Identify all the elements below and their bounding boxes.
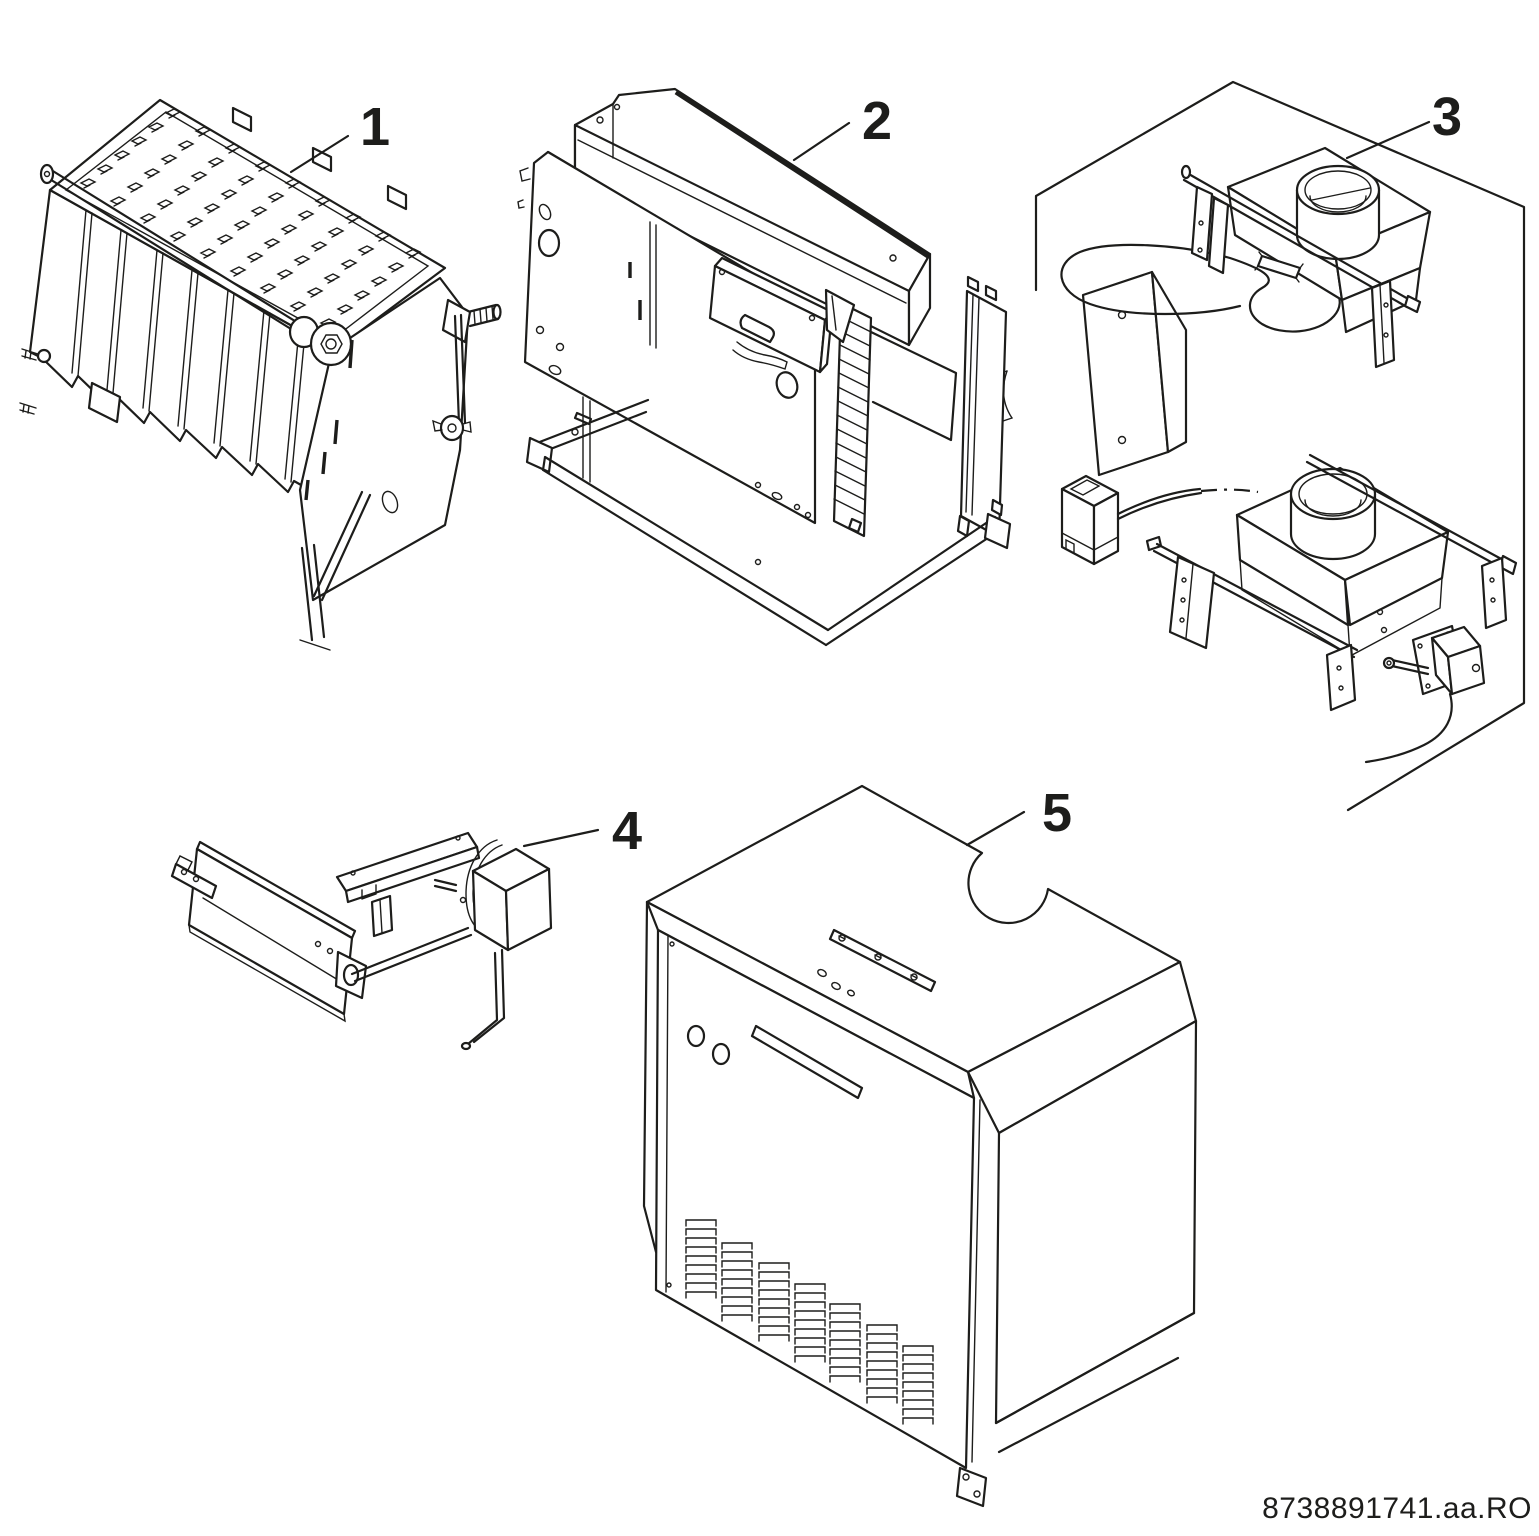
wing-nut (439, 414, 465, 442)
actuator-motor (433, 839, 553, 1051)
door-slot (750, 1024, 864, 1100)
damper-motor (1364, 624, 1486, 764)
lower-draft-hood (1145, 453, 1518, 764)
threaded-stub (441, 298, 502, 344)
burner-front-panel (517, 150, 817, 525)
right-side-panel (956, 275, 1008, 539)
callout-label-3: 3 (1431, 87, 1463, 147)
part-3-draft-hood-kit (1034, 80, 1526, 812)
flue-collar-lower (1289, 467, 1377, 561)
callout-label-5: 5 (1041, 783, 1073, 843)
leader-1 (289, 134, 350, 174)
leader-5 (965, 810, 1026, 847)
damper-flap-plate (170, 840, 368, 1023)
cable-clamp (1254, 251, 1304, 283)
callout-label-2: 2 (861, 91, 893, 151)
upper-draft-hood (1180, 146, 1432, 369)
control-box (1060, 474, 1120, 566)
front-damper-assembly (708, 256, 856, 374)
tie-rod-screws (19, 348, 122, 424)
damper-link-rod (350, 926, 473, 983)
leader-2 (792, 121, 851, 162)
leader-4 (522, 828, 600, 848)
part-4-damper-flap-actuator (170, 831, 553, 1051)
flue-collar (1295, 164, 1381, 261)
support-legs (299, 490, 372, 651)
mounting-plate (1081, 270, 1188, 477)
callout-label-1: 1 (359, 97, 391, 157)
document-code: 8738891741.aa.RO (1262, 1492, 1532, 1525)
section-ribs (71, 209, 306, 483)
hub-boss (309, 321, 353, 367)
actuator-bracket (335, 831, 481, 938)
part-2-burner-base-assembly (517, 87, 1013, 647)
leader-3 (1345, 120, 1431, 160)
top-latch-plate (817, 928, 937, 997)
callout-leader-lines (289, 120, 1431, 848)
base-frame (525, 396, 1012, 647)
part-1-heat-exchanger-block (19, 98, 502, 651)
top-panel-with-flue-notch (645, 784, 1182, 1074)
capillary-loop (1060, 243, 1341, 333)
callout-label-4: 4 (611, 801, 643, 861)
part-5-casing-jacket (642, 784, 1198, 1508)
